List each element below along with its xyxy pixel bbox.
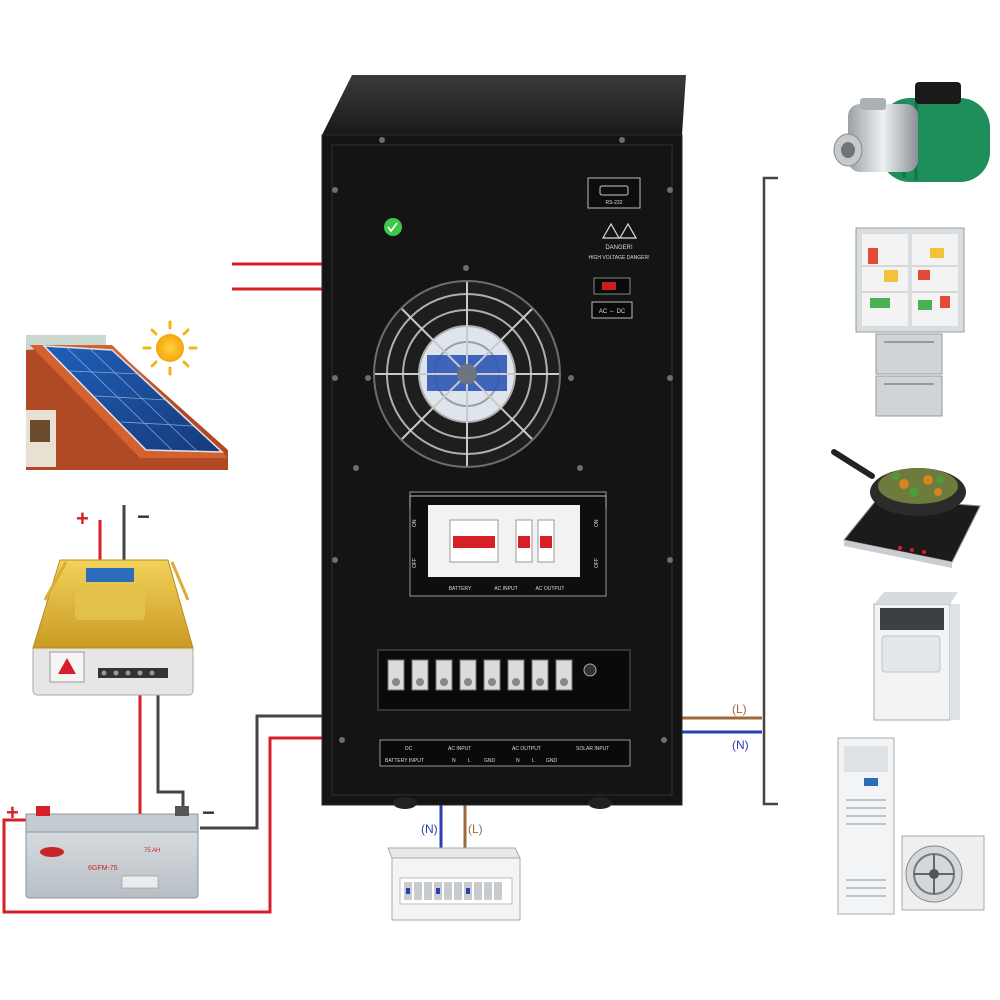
breaker-label-battery: BATTERY: [449, 586, 472, 592]
minus-sign-battery: −: [202, 800, 215, 825]
label-output-neutral: (N): [732, 738, 749, 752]
terminal-ac-output-gnd: GND: [546, 758, 558, 764]
switch-on-right: ON: [594, 519, 600, 527]
terminal-solar-input: SOLAR INPUT: [576, 746, 609, 752]
plus-sign-battery: +: [6, 800, 19, 825]
charge-controller: [32, 559, 194, 696]
sun-icon: [156, 334, 184, 362]
terminal-ac-input-gnd: GND: [484, 758, 496, 764]
refrigerator: [855, 227, 965, 417]
warning-icon: [601, 222, 621, 239]
label-output-live: (L): [732, 702, 747, 716]
cooling-fan: [373, 280, 561, 468]
terminal-block: DC BATTERY INPUT AC INPUT N L GND AC OUT…: [377, 649, 631, 767]
controller-display: [86, 568, 134, 582]
plus-sign-controller: +: [76, 506, 89, 531]
inverter-cabinet: RS-232 DANGER! HIGH VOLTAGE DANGER! AC ⇔…: [321, 75, 686, 809]
battery-terminal-negative: [175, 806, 189, 816]
battery: 6GFM-75 75 AH: [25, 806, 199, 899]
terminal-ac-input: AC INPUT: [448, 746, 471, 752]
distribution-box: [387, 847, 521, 921]
switch-on-left: ON: [412, 519, 418, 527]
controller-battery-negative: [156, 678, 185, 812]
danger-subtitle: HIGH VOLTAGE DANGER!: [589, 255, 650, 261]
washing-machine: [873, 592, 960, 721]
battery-model: 6GFM-75: [88, 865, 118, 872]
rs232-port: [587, 177, 641, 209]
label-input-neutral: (N): [421, 822, 438, 836]
solar-panel-house: [26, 320, 228, 470]
switch-off-left: OFF: [412, 558, 418, 568]
danger-label: DANGER!: [605, 245, 633, 251]
wire-labels: + − + − (L) (N) (N) (L): [6, 504, 749, 836]
ac-dc-label: AC ⇔ DC: [599, 309, 626, 315]
terminal-ac-output-l: L: [532, 758, 535, 764]
terminal-ac-input-l: L: [468, 758, 471, 764]
breaker-label-ac-output: AC OUTPUT: [536, 586, 565, 592]
switch-off-right: OFF: [594, 558, 600, 568]
air-conditioner: [837, 737, 985, 915]
terminal-battery-input: BATTERY INPUT: [385, 758, 424, 764]
battery-terminal-positive: [36, 806, 50, 816]
terminal-ac-output: AC OUTPUT: [512, 746, 541, 752]
load-bracket: [762, 176, 778, 806]
terminal-ac-input-n: N: [452, 758, 456, 764]
label-input-live: (L): [468, 822, 483, 836]
electric-hazard-icon: [618, 222, 638, 239]
water-pump: [833, 82, 990, 182]
breaker-label-ac-input: AC INPUT: [494, 586, 517, 592]
rs232-label: RS-232: [606, 200, 623, 206]
terminal-dc: DC: [405, 746, 413, 752]
breaker-panel: ON OFF ON OFF BATTERY AC INPUT AC OUTPUT: [409, 491, 607, 597]
minus-sign-controller: −: [137, 504, 150, 529]
terminal-ac-output-n: N: [516, 758, 520, 764]
induction-cooker: [831, 449, 981, 568]
battery-rating: 75 AH: [144, 848, 160, 854]
